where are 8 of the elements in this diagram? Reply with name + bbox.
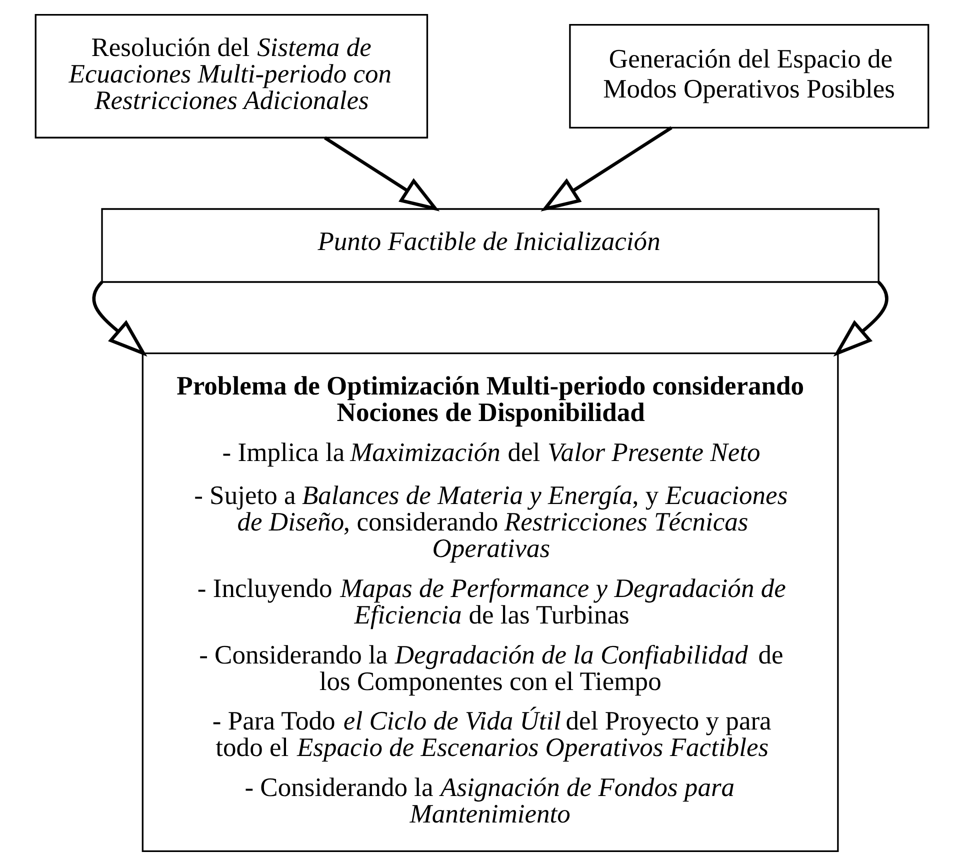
node-box: Resolución del Sistema de Ecuaciones Multi-periodo con Restricciones Adicionales bbox=[34, 14, 428, 138]
node-box: Problema de Optimización Multi-periodo considerando Nociones de Disponibilidad - Implica la Maximización del Valor Presente Neto - Sujeto a Balances de Materia y Energía, y Ecuaciones de Diseño, considerando Restricciones Técnicas Operativas - Incluyendo Mapas de Performance y Degradación de Eficiencia de las Turbinas - Considerando la Degradación de la Confiabilidad de los Componentes con el Tiempo - Para Todo el Ciclo de Vida Útil del Proyecto y para todo el Espacio de Escenarios Operativos Factibles - Considerando la Asignación de Fondos para Mantenimiento bbox=[141, 352, 838, 852]
arrow bbox=[92, 280, 147, 357]
arrow bbox=[832, 280, 888, 357]
arrow bbox=[540, 126, 672, 212]
arrow bbox=[324, 136, 440, 212]
node-box: Punto Factible de Inicialización bbox=[100, 208, 879, 283]
node-box: Generación del Espacio de Modos Operativos Posibles bbox=[568, 24, 929, 129]
